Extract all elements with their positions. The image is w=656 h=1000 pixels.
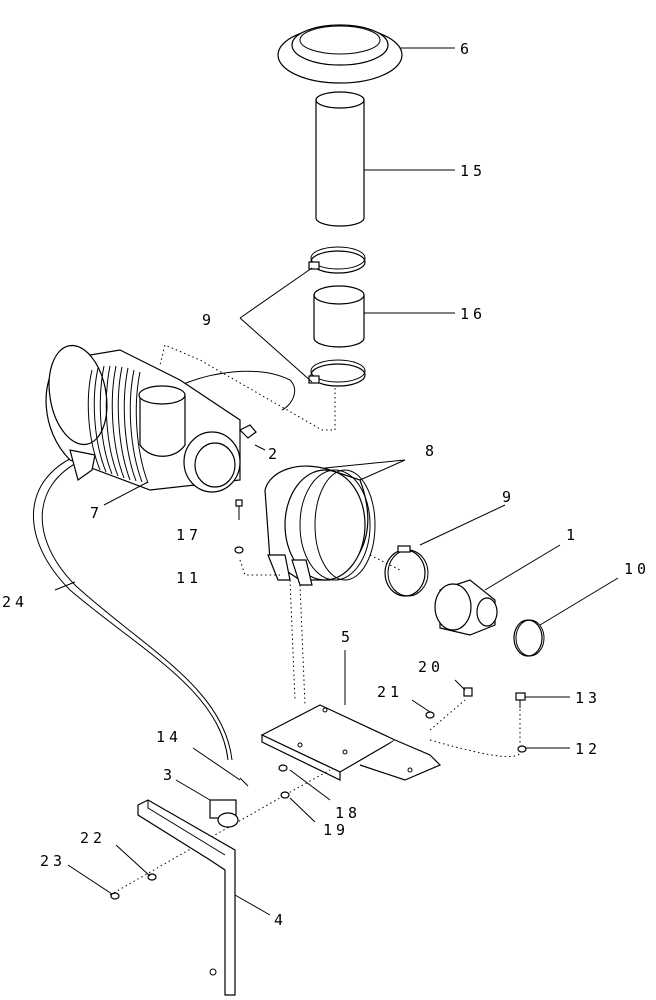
callout-24: 24 xyxy=(2,593,28,611)
part-20-bolt xyxy=(463,687,473,697)
support-bracket xyxy=(137,799,236,996)
mounting-plate xyxy=(260,704,442,781)
callout-1: 1 xyxy=(566,526,579,544)
hose-clamp-small xyxy=(513,619,545,657)
hose-clamp-upper xyxy=(308,246,366,274)
callout-15: 15 xyxy=(460,162,486,180)
precleaner-cap xyxy=(277,24,403,84)
part-11-washer xyxy=(234,546,244,554)
callout-12: 12 xyxy=(575,740,601,758)
vacuator-hose xyxy=(33,370,295,761)
callout-22: 22 xyxy=(80,829,106,847)
callout-21: 21 xyxy=(377,683,403,701)
part-13-bolt xyxy=(515,692,526,708)
callout-13: 13 xyxy=(575,689,601,707)
intake-tube xyxy=(315,91,365,227)
part-21-washer xyxy=(425,711,435,719)
part-17-bolt xyxy=(235,499,243,520)
callout-14: 14 xyxy=(156,728,182,746)
cleaner-fins xyxy=(87,365,149,484)
callout-6: 6 xyxy=(460,40,473,58)
callout-2: 2 xyxy=(268,445,281,463)
callout-7: 7 xyxy=(90,504,103,522)
callout-16: 16 xyxy=(460,305,486,323)
callout-10: 10 xyxy=(624,560,650,578)
callout-18: 18 xyxy=(335,804,361,822)
mounting-band-assembly xyxy=(264,465,376,586)
callout-19: 19 xyxy=(323,821,349,839)
hose-sleeve xyxy=(313,285,365,348)
callout-labels: 6 15 16 9 8 2 7 9 17 1 11 24 10 5 20 21 … xyxy=(2,40,650,929)
part-2-fastener xyxy=(238,424,257,439)
part-14-screw xyxy=(239,777,249,787)
part-23-nut xyxy=(110,892,120,900)
callout-9-right: 9 xyxy=(502,488,515,506)
callout-3: 3 xyxy=(163,766,176,784)
callout-11: 11 xyxy=(176,569,202,587)
air-cleaner xyxy=(45,344,241,493)
elbow-adapter xyxy=(434,579,498,636)
callout-17: 17 xyxy=(176,526,202,544)
callout-5: 5 xyxy=(341,628,354,646)
callout-8: 8 xyxy=(425,442,438,460)
leader-lines xyxy=(54,47,619,916)
hose-clamp-lower xyxy=(308,359,366,387)
hose-clamp-right xyxy=(384,545,429,597)
callout-4: 4 xyxy=(274,911,287,929)
part-12-nut xyxy=(517,745,527,753)
callout-9-top: 9 xyxy=(202,311,215,329)
part-18-washer xyxy=(278,764,288,772)
callout-20: 20 xyxy=(418,658,444,676)
callout-23: 23 xyxy=(40,852,66,870)
part-19-nut xyxy=(280,791,290,799)
service-indicator xyxy=(209,799,239,828)
